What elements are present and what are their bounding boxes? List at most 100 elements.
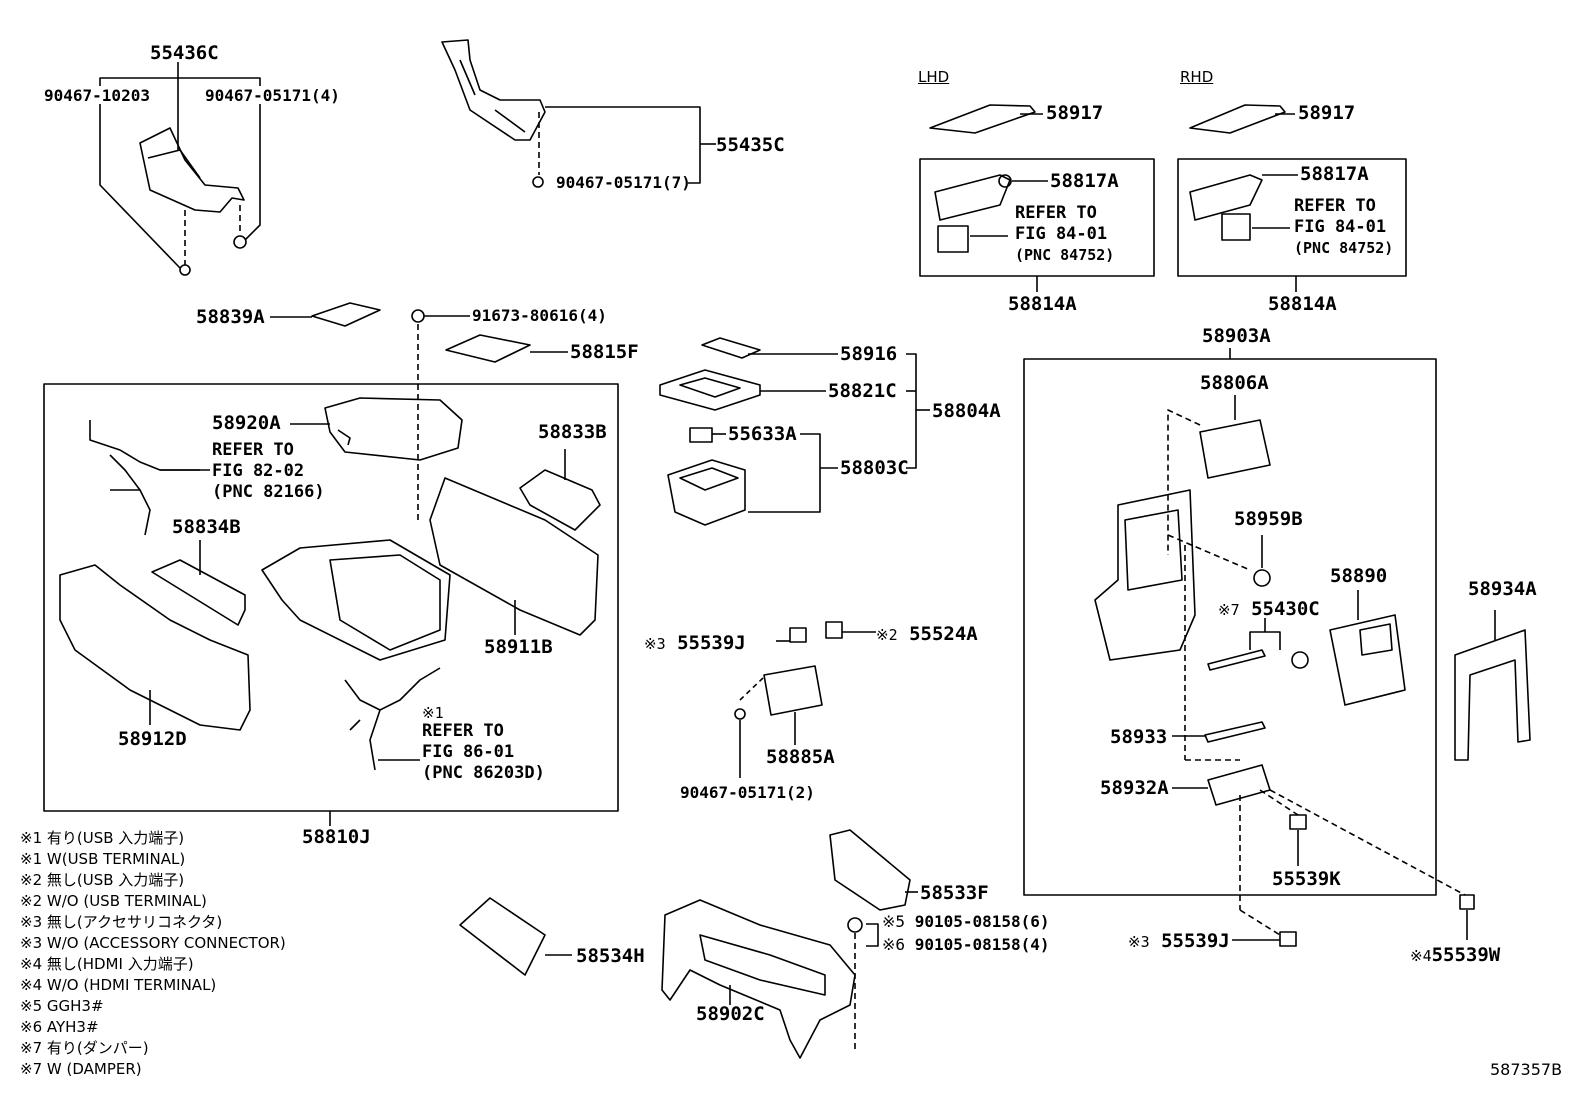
- part-label-58534H: 58534H: [576, 945, 645, 967]
- part-label-58821C: 58821C: [828, 380, 897, 402]
- part-label-58920A: 58920A: [212, 412, 281, 434]
- legend-item: ※1 有り(USB 入力端子): [20, 829, 185, 847]
- note-mark-3b: ※3: [1128, 933, 1150, 951]
- refer-to-fig-84-lhd: REFER TO FIG 84-01 (PNC 84752): [1015, 203, 1114, 266]
- part-label-55430C: ※7 55430C: [1218, 600, 1320, 619]
- part-number: 55539J: [677, 632, 746, 654]
- legend-item: ※4 W/O (HDMI TERMINAL): [20, 976, 217, 994]
- shape-58890: [1329, 614, 1406, 706]
- part-label-90467-10203: 90467-10203: [44, 86, 150, 105]
- shape-58917-rhd: [1189, 104, 1286, 134]
- region-label-rhd: RHD: [1180, 68, 1214, 86]
- shape-58934A: [1454, 629, 1531, 761]
- ref-line: FIG 84-01: [1015, 224, 1108, 244]
- box-58810J: [43, 383, 619, 812]
- part-label-58810J: 58810J: [302, 826, 371, 848]
- shape-58803C: [667, 459, 746, 526]
- shape-58834B: [151, 559, 246, 626]
- part-number: 90105-08158(6): [914, 912, 1050, 931]
- ref-line: (PNC 84752): [1015, 246, 1115, 264]
- ref-line: REFER TO: [1294, 196, 1376, 216]
- part-label-58902C: 58902C: [696, 1003, 765, 1025]
- legend-item: ※4 無し(HDMI 入力端子): [20, 955, 194, 973]
- legend-item: ※7 W (DAMPER): [20, 1060, 142, 1078]
- part-number: 55524A: [909, 623, 978, 645]
- note-mark-2: ※2: [876, 626, 898, 644]
- bolt-icon: [847, 917, 863, 933]
- part-label-58933: 58933: [1110, 726, 1168, 748]
- region-label-lhd: LHD: [918, 68, 950, 86]
- ref-line: REFER TO: [422, 721, 504, 741]
- drawing-number: 587357B: [1490, 1060, 1563, 1079]
- part-label-90105-08158-4: ※6 90105-08158(4): [882, 937, 1050, 953]
- screw-icon: [532, 176, 544, 188]
- part-label-90467-05171-2: 90467-05171(2): [680, 783, 815, 802]
- legend-item: ※7 有り(ダンパー): [20, 1039, 149, 1057]
- shape-58815F: [445, 334, 531, 363]
- legend-item: ※6 AYH3#: [20, 1018, 99, 1036]
- part-label-58912D: 58912D: [118, 728, 187, 750]
- refer-to-fig-82: REFER TO FIG 82-02 (PNC 82166): [212, 440, 325, 503]
- shape-55436C: [139, 127, 245, 213]
- legend-item: ※2 無し(USB 入力端子): [20, 871, 185, 889]
- part-label-90467-05171-4: 90467-05171(4): [205, 86, 340, 105]
- part-label-55633A: 55633A: [728, 423, 797, 445]
- shape-58833B: [519, 469, 601, 531]
- refer-to-fig-86: ※1 REFER TO FIG 86-01 (PNC 86203D): [422, 705, 545, 784]
- part-label-58885A: 58885A: [766, 746, 835, 768]
- part-label-58834B: 58834B: [172, 516, 241, 538]
- shape-55539J-b: [1279, 931, 1297, 947]
- shape-84752-lhd: [937, 225, 969, 253]
- clip-icon: [233, 235, 247, 249]
- note-mark-6: ※6: [882, 935, 906, 954]
- note-mark-1: ※1: [422, 704, 444, 722]
- box-58814A-rhd: [1177, 158, 1407, 277]
- legend-item: ※2 W/O (USB TERMINAL): [20, 892, 207, 910]
- part-number: 90105-08158(4): [914, 935, 1050, 954]
- clip-icon: [179, 264, 191, 276]
- screw-icon: [734, 708, 746, 720]
- ref-line: (PNC 86203D): [422, 763, 545, 783]
- shape-58885A: [763, 665, 823, 716]
- ref-line: (PNC 84752): [1294, 239, 1394, 257]
- part-label-55539J-b: ※3 55539J: [1128, 932, 1230, 951]
- part-label-58533F: 58533F: [920, 882, 989, 904]
- legend-item: ※5 GGH3#: [20, 997, 104, 1015]
- note-mark-7: ※7: [1218, 601, 1240, 619]
- part-label-58804A: 58804A: [932, 400, 1001, 422]
- part-label-58817A-rhd: 58817A: [1300, 163, 1369, 185]
- ref-line: FIG 84-01: [1294, 217, 1387, 237]
- legend-item: ※1 W(USB TERMINAL): [20, 850, 186, 868]
- shape-58839A: [311, 302, 381, 327]
- shape-58817A-lhd: [934, 174, 1011, 221]
- shape-84752-rhd: [1221, 213, 1251, 241]
- shape-58932A: [1207, 764, 1271, 806]
- shape-58912D: [59, 564, 251, 731]
- part-label-91673-80616-4: 91673-80616(4): [472, 306, 607, 325]
- ref-line: REFER TO: [1015, 203, 1097, 223]
- shape-55539J: [789, 627, 807, 643]
- note-mark-5: ※5: [882, 912, 906, 931]
- part-label-58932A: 58932A: [1100, 777, 1169, 799]
- shape-58917-lhd: [929, 104, 1036, 134]
- shape-58902C: [661, 899, 856, 1059]
- part-label-58890: 58890: [1330, 565, 1388, 587]
- note-mark-3: ※3: [644, 635, 666, 653]
- shape-58916: [701, 337, 761, 359]
- shape-55539W: [1459, 894, 1475, 910]
- part-label-55436C: 55436C: [150, 42, 219, 64]
- shape-58959B: [1253, 569, 1271, 587]
- shape-55633A: [689, 427, 713, 443]
- part-label-58911B: 58911B: [484, 636, 553, 658]
- ref-line: FIG 86-01: [422, 742, 515, 762]
- part-label-58917-lhd: 58917: [1046, 102, 1104, 124]
- shape-58533F: [829, 829, 911, 911]
- footnote-legend: ※1 有り(USB 入力端子) ※1 W(USB TERMINAL) ※2 無し…: [20, 828, 286, 1080]
- ref-line: (PNC 82166): [212, 482, 325, 502]
- shape-55430C: [1207, 649, 1266, 671]
- note-mark-4: ※4: [1410, 947, 1432, 965]
- part-label-58803C: 58803C: [840, 457, 909, 479]
- bolt-icon: [411, 309, 425, 323]
- part-label-90467-05171-7: 90467-05171(7): [556, 173, 691, 192]
